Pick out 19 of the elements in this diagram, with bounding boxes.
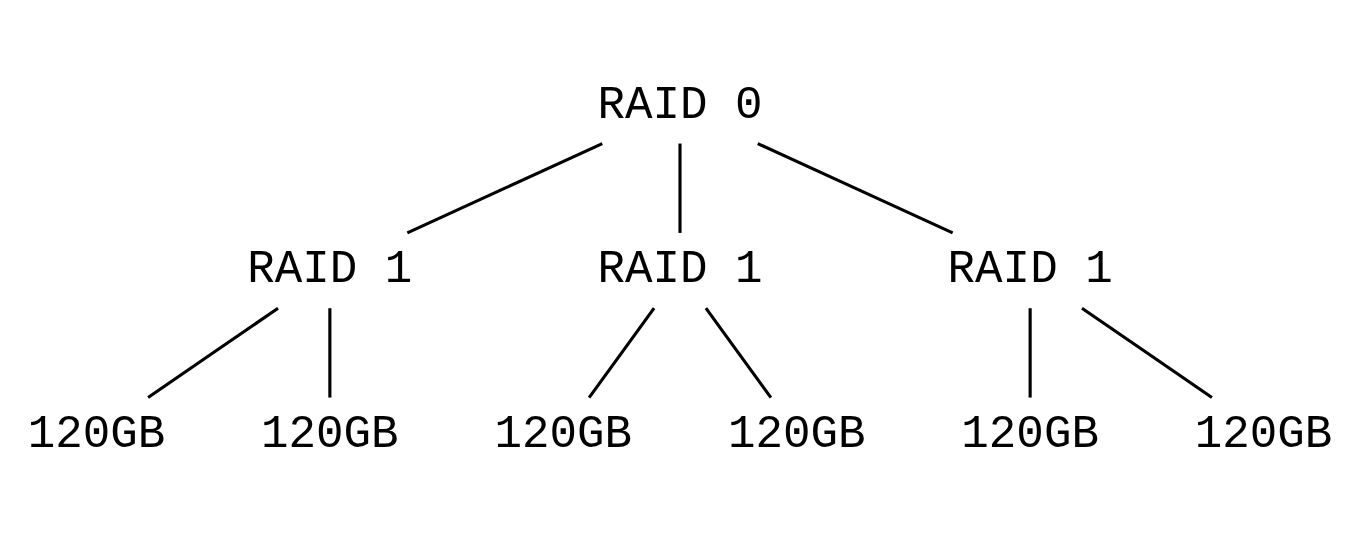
connector (704, 307, 773, 399)
connector (757, 142, 954, 235)
connector (147, 306, 279, 399)
node-text: 120GB (1194, 408, 1333, 461)
node-text: RAID 0 (597, 79, 763, 132)
node-text: 120GB (727, 408, 866, 461)
node-text: 120GB (261, 408, 399, 461)
node-text: RAID 1 (947, 244, 1113, 297)
node-text: RAID 1 (597, 244, 763, 297)
connector (1081, 306, 1213, 399)
connector (587, 307, 656, 399)
connector (328, 308, 332, 398)
node-text: 120GB (961, 408, 1099, 461)
node-text: 120GB (27, 408, 166, 461)
connector (1028, 308, 1032, 398)
connector (406, 142, 603, 235)
connector (678, 143, 682, 233)
node-text: 120GB (494, 408, 633, 461)
node-text: RAID 1 (247, 244, 413, 297)
